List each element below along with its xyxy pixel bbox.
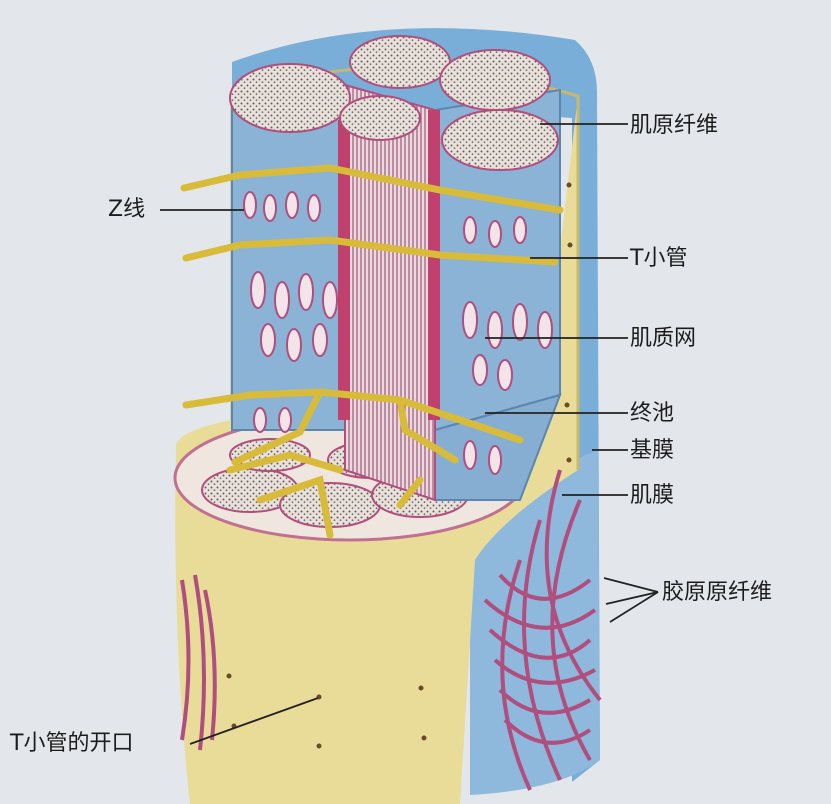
label-collagen-fibril: 胶原原纤维 [662,580,773,605]
label-z-line: Z线 [108,197,146,222]
t-tubule-openings [226,182,573,749]
t-tubules [180,164,564,539]
collagen-fibrils [180,469,602,791]
leader-lines [160,123,659,745]
label-terminal-cisterna: 终池 [630,401,675,426]
label-sarcolemma: 肌膜 [630,483,675,508]
sr-cisternae [243,191,553,475]
label-basement-membrane: 基膜 [630,438,675,463]
label-myofibril: 肌原纤维 [630,113,719,138]
label-t-tubule-opening: T小管的开口 [10,731,134,756]
label-sarcoplasmic-reticulum: 肌质网 [630,326,697,351]
myofibril-top-caps [229,35,559,171]
myofibril-edge-red [428,110,440,420]
label-t-tubule: T小管 [630,246,688,271]
basement-membrane [232,28,600,783]
